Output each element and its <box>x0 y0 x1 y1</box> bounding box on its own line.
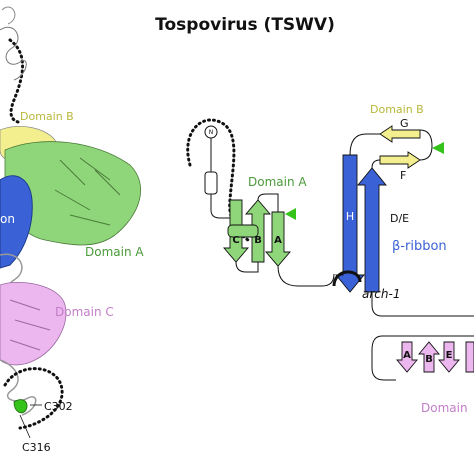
strand-f-label: F <box>400 169 406 182</box>
domain-c-e-label: E <box>446 350 453 361</box>
helix-small <box>204 171 218 195</box>
strand-de-arrow <box>357 167 387 293</box>
domain-a-ribbon <box>4 141 141 246</box>
strand-g-arrow <box>379 125 421 143</box>
left-domain-b-label: Domain B <box>20 110 74 123</box>
left-domain-c-label: Domain C <box>55 305 114 319</box>
ribbon-to-domain-c <box>371 292 474 317</box>
topology-diagram: N Domain A C B A H D/E β-ribbon arc <box>186 103 474 415</box>
strand-c-label: C <box>232 235 239 246</box>
beta-ribbon-label: β-ribbon <box>392 239 447 254</box>
g-f-turn <box>419 129 433 161</box>
b-a-turn <box>257 193 279 212</box>
strand-f-arrow <box>379 151 421 169</box>
domain-c-b-label: B <box>425 354 433 365</box>
linker-to-a <box>210 209 232 219</box>
strand-a-label: A <box>274 235 282 246</box>
right-domain-b-label: Domain B <box>370 103 424 116</box>
h-to-g <box>349 133 380 156</box>
dotted-loop-top <box>8 38 25 124</box>
c302-label: C302 <box>44 400 73 413</box>
strand-a-arrow <box>265 211 291 267</box>
domain-c-strand-e <box>438 341 460 373</box>
figure-title: Tospovirus (TSWV) <box>155 15 335 35</box>
left-ribbon-fragment-label: on <box>0 212 15 226</box>
domain-c-strand-b <box>418 341 440 373</box>
beta-ribbon-left <box>0 175 33 269</box>
dotted-loop-bottom <box>3 367 64 430</box>
ribbon-structure: Domain B Domain A Domain C on C302 C316 <box>0 6 144 454</box>
domain-c-a-label: A <box>403 350 411 361</box>
helix-h-label: H <box>346 210 354 223</box>
strand-b-label: B <box>254 235 262 246</box>
domain-a-marker <box>285 208 296 220</box>
disulfide-site <box>13 399 28 414</box>
domain-c-strand-a <box>396 341 418 373</box>
helix-h-strand <box>335 154 365 293</box>
domain-c-linker <box>371 335 396 381</box>
strand-g-label: G <box>400 117 409 130</box>
de-to-f <box>371 159 381 169</box>
domain-a-helix <box>227 224 259 238</box>
n-terminus-label: N <box>209 129 214 136</box>
domain-b-marker <box>432 142 444 154</box>
left-domain-a-label: Domain A <box>85 245 144 259</box>
right-domain-c-label: Domain <box>421 401 468 415</box>
c316-label: C316 <box>22 441 51 454</box>
domain-a-strands <box>54 157 121 226</box>
right-domain-a-label: Domain A <box>248 175 307 189</box>
coil-top <box>0 26 27 81</box>
domain-c-strand-cut <box>465 341 474 373</box>
c-b-turn <box>235 261 259 273</box>
arch-1-shape <box>332 270 362 287</box>
a-to-ribbon <box>277 265 335 287</box>
arch-1-label: arch-1 <box>362 287 400 301</box>
domain-c-ribbon <box>0 282 67 366</box>
domain-c-strands <box>9 299 51 351</box>
c316-leader <box>19 414 31 439</box>
coil-top-2 <box>1 6 16 25</box>
strand-de-label: D/E <box>390 212 409 225</box>
